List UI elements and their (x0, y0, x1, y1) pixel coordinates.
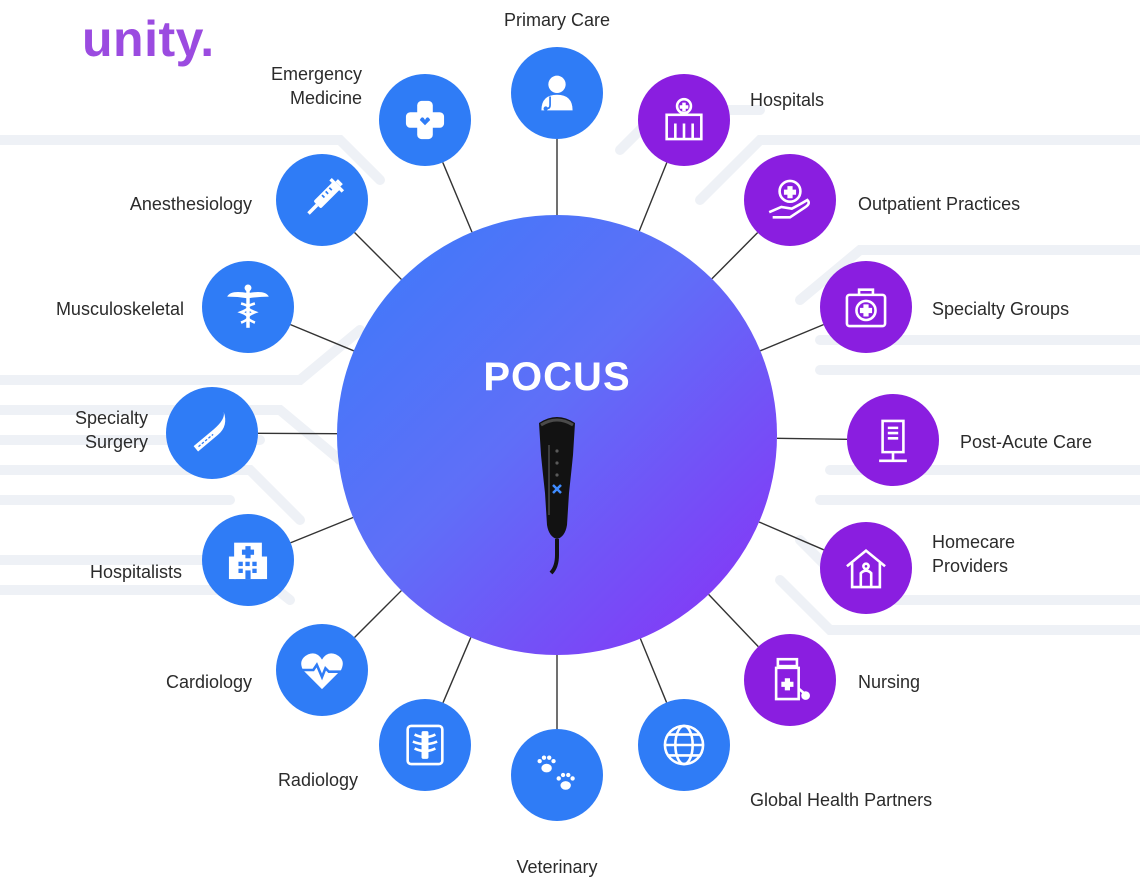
connector-cardiology (354, 590, 402, 638)
connector-homecare-providers (758, 521, 825, 551)
home-icon (846, 548, 886, 589)
connector-post-acute-care (776, 437, 848, 441)
node-specialty-groups (820, 261, 912, 353)
node-post-acute-care (847, 394, 939, 486)
paw-prints-icon (537, 755, 575, 790)
node-nursing (744, 634, 836, 726)
connector-outpatient-practices (711, 232, 759, 280)
node-primary-care (511, 47, 603, 139)
hospital-icon (665, 97, 703, 141)
label-hospitalists: Hospitalists (89, 562, 182, 582)
connector-radiology (442, 637, 472, 703)
syringe-icon (307, 177, 345, 215)
node-musculoskeletal (202, 261, 294, 353)
label-post-acute-care: Post-Acute Care (960, 432, 1093, 452)
node-hospitalists (202, 514, 294, 606)
connector-global-health-partners (639, 638, 668, 703)
node-cardiology (276, 624, 368, 716)
node-hospitals (638, 74, 730, 166)
doctor-icon (541, 75, 573, 111)
label-anesthesiology: Anesthesiology (129, 194, 252, 214)
iv-bag-icon (879, 419, 907, 463)
node-anesthesiology (276, 154, 368, 246)
medical-cross-icon (405, 100, 445, 140)
xray-spine-icon (406, 724, 444, 766)
hospital-building-icon (228, 542, 268, 580)
connector-musculoskeletal (290, 323, 355, 352)
label-nursing: Nursing (858, 672, 921, 692)
connector-nursing (708, 593, 759, 648)
node-global-health-partners (638, 699, 730, 791)
hand-cross-icon (768, 179, 811, 219)
hub-title: POCUS (483, 355, 631, 399)
label-musculoskeletal: Musculoskeletal (55, 299, 184, 319)
headline-fragment: unity. (82, 11, 215, 67)
ultrasound-probe-icon (539, 417, 575, 575)
node-homecare-providers (820, 522, 912, 614)
connector-hospitalists (290, 516, 354, 544)
node-radiology (379, 699, 471, 791)
pocus-hub: POCUS (337, 215, 777, 655)
medicine-bottle-icon (774, 657, 810, 701)
label-specialty-groups: Specialty Groups (932, 299, 1070, 319)
node-outpatient-practices (744, 154, 836, 246)
globe-icon (663, 724, 705, 766)
medical-kit-icon (845, 288, 887, 328)
connector-hospitals (638, 162, 668, 232)
node-emergency-medicine (379, 74, 471, 166)
caduceus-icon (227, 284, 269, 328)
heart-pulse-icon (301, 653, 343, 690)
label-hospitals: Hospitals (750, 90, 825, 110)
label-cardiology: Cardiology (165, 672, 252, 692)
label-global-health-partners: Global Health Partners (750, 790, 933, 810)
label-radiology: Radiology (277, 770, 358, 790)
node-veterinary (511, 729, 603, 821)
connector-specialty-groups (759, 323, 824, 352)
scalpel-icon (193, 411, 226, 452)
label-outpatient-practices: Outpatient Practices (858, 194, 1021, 214)
label-veterinary: Veterinary (516, 857, 598, 877)
connector-anesthesiology (354, 232, 402, 280)
connector-emergency-medicine (442, 162, 473, 233)
label-primary-care: Primary Care (503, 10, 610, 30)
node-specialty-surgery (166, 387, 258, 479)
